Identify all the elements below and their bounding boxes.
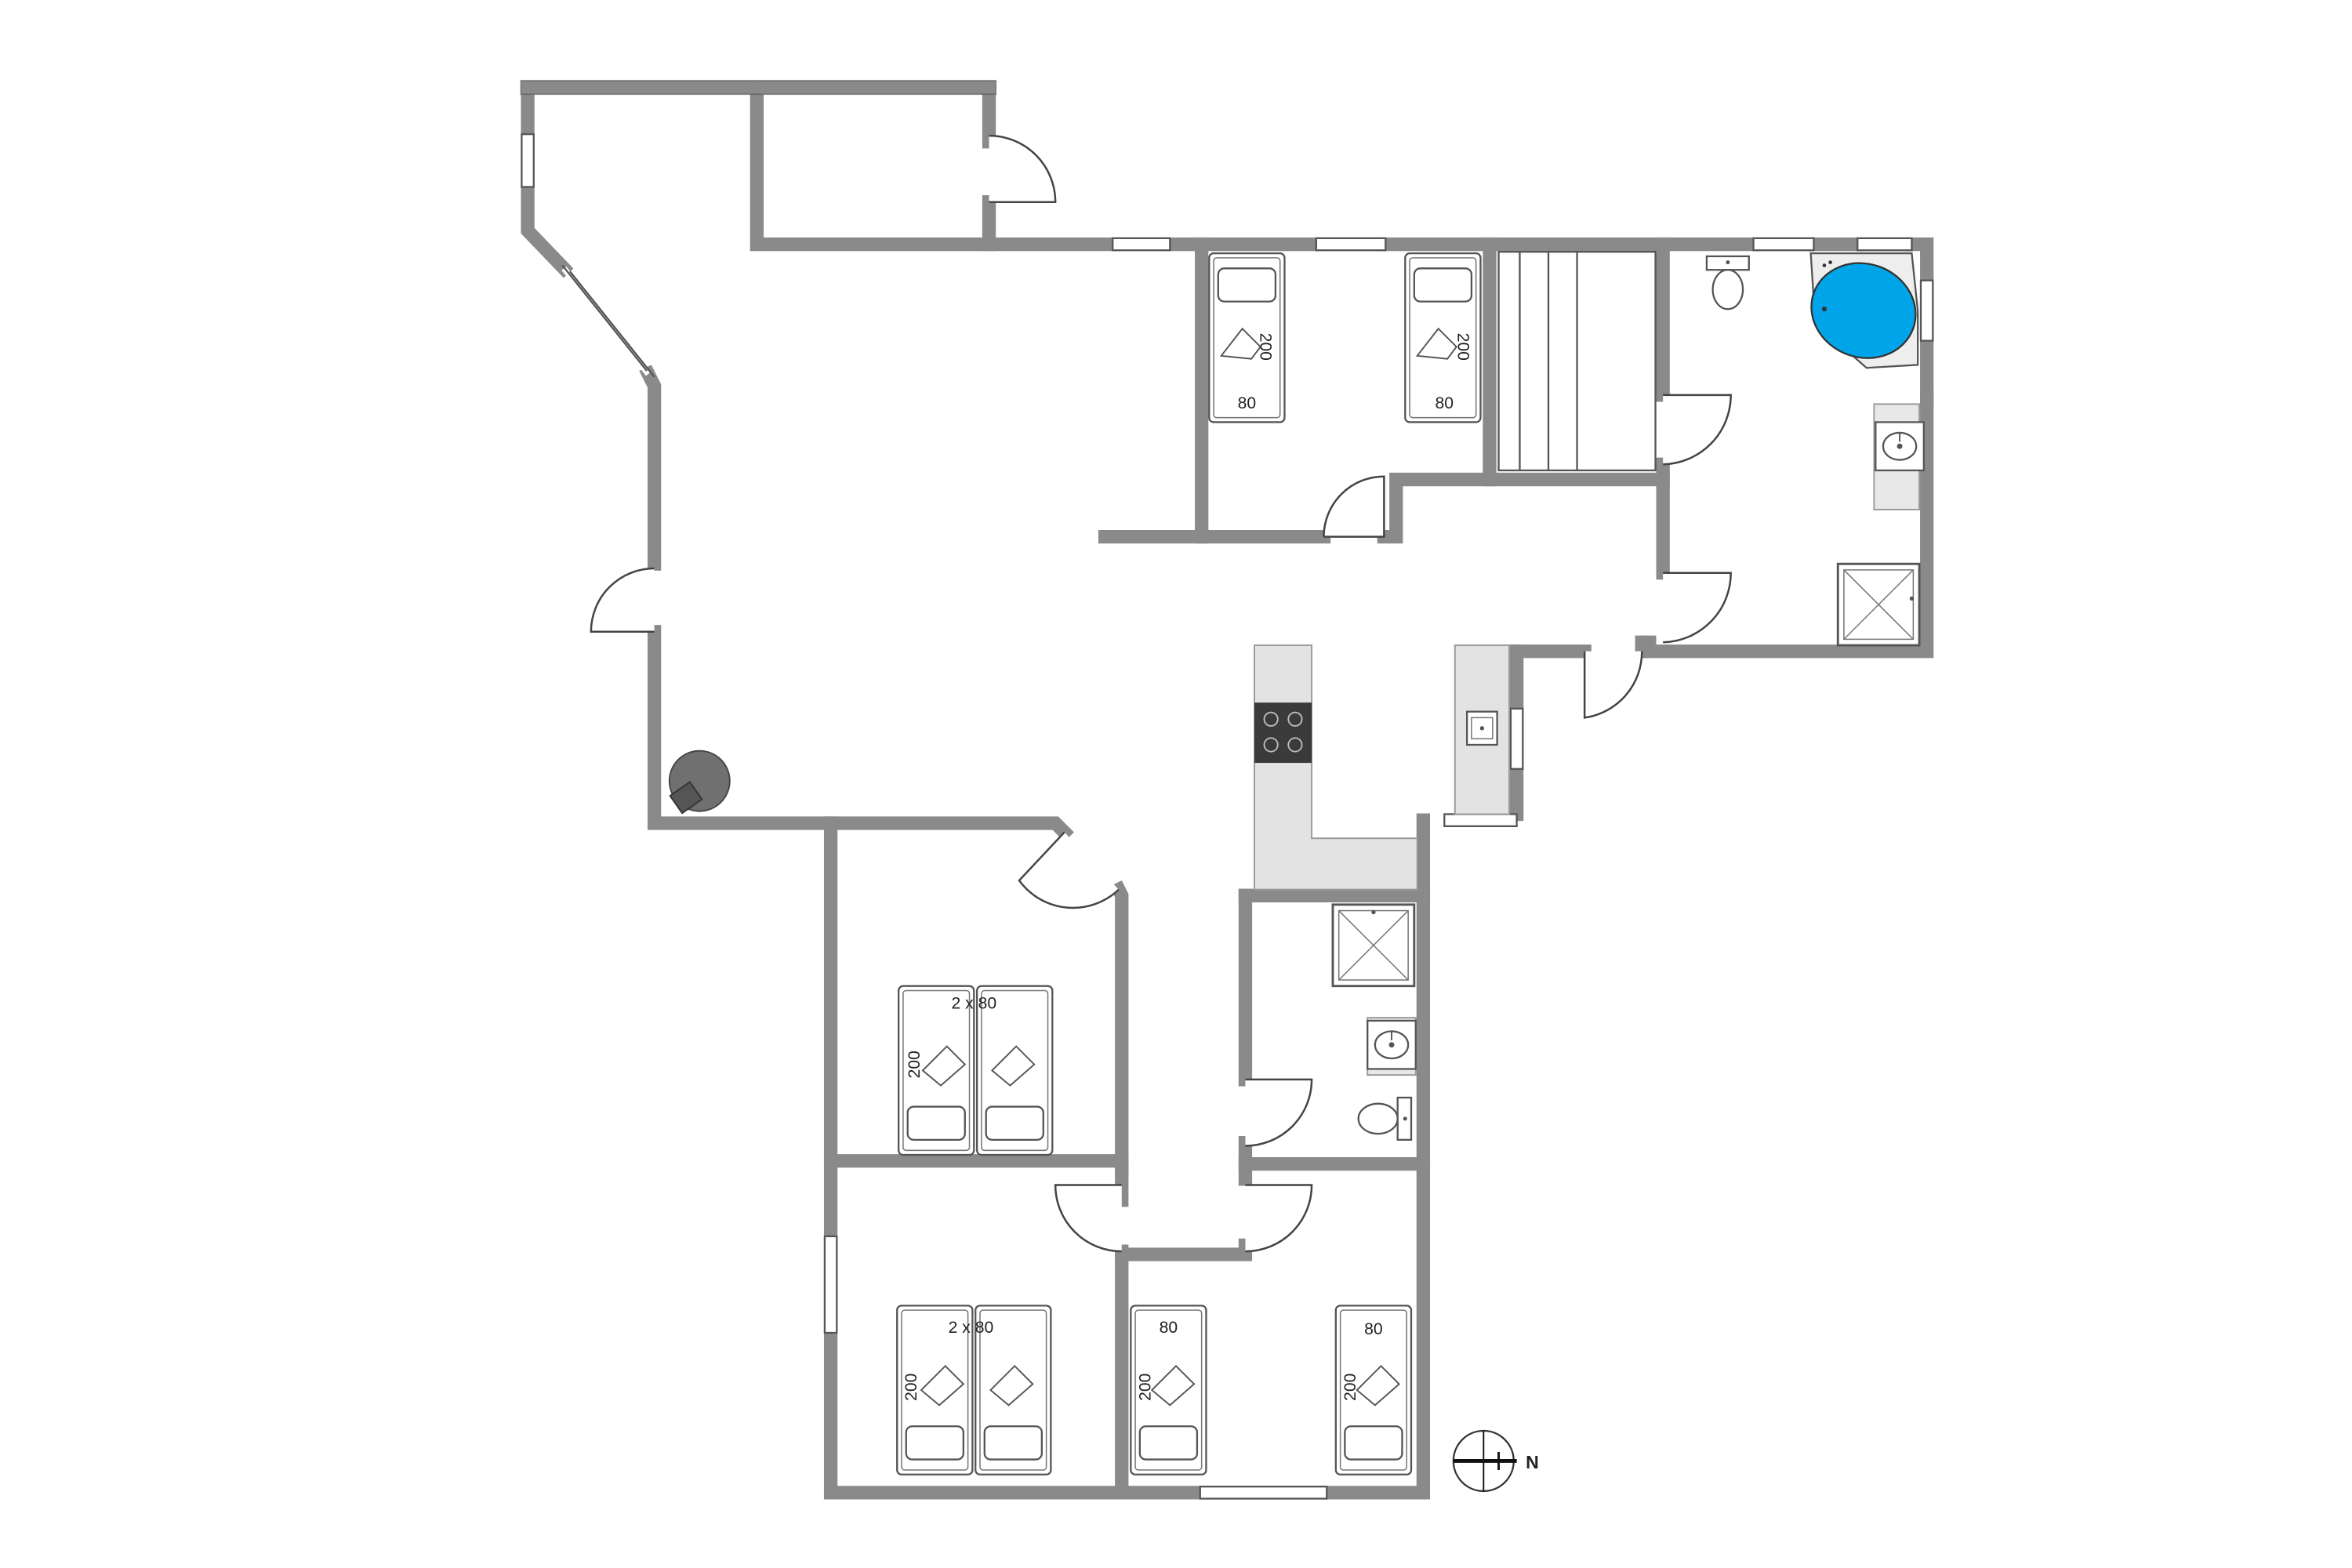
sink-icon [1873, 403, 1926, 510]
window-north-2 [1315, 237, 1387, 252]
window-kitchen [1443, 813, 1518, 827]
bathroom-upper [1705, 252, 1926, 647]
door-utility [1583, 651, 1643, 719]
window-east-1 [1919, 279, 1934, 342]
bed-length-label: 200 [902, 1374, 920, 1401]
bed-length-label: 200 [1341, 1374, 1359, 1401]
door-bedroom-2 [1323, 475, 1385, 538]
bathtub-icon [1809, 252, 1919, 369]
wall-storage-room [750, 80, 996, 252]
walls [521, 80, 1934, 1500]
kitchen-counter [1254, 644, 1418, 891]
stairs [1497, 251, 1657, 472]
wall-west-upper [521, 180, 574, 278]
wall-hall-south [1115, 1238, 1253, 1261]
bed-icon [897, 985, 975, 1156]
wall-south-b [1319, 813, 1431, 1500]
window-west-1 [521, 133, 535, 188]
bed-icon [975, 1305, 1052, 1475]
kitchen [1254, 644, 1510, 891]
window-north-3 [1752, 237, 1815, 252]
door-bath-lower [1663, 572, 1732, 644]
bed-icon [896, 1305, 974, 1475]
wall-north-bath-b [1904, 237, 1934, 288]
doors [590, 134, 1732, 1253]
bed-length-label: 200 [1257, 333, 1275, 361]
bed-length-label: 200 [906, 1051, 924, 1078]
door-bedroom-4 [1054, 1184, 1122, 1253]
beds [896, 252, 1482, 1475]
bed-length-label: 200 [1454, 333, 1472, 361]
bed-icon [1404, 252, 1482, 423]
door-west-terrace [590, 567, 655, 633]
wall-west-lower [647, 625, 1074, 842]
bed-width-label: 80 [1436, 394, 1454, 412]
bed-width-label: 80 [1160, 1319, 1178, 1337]
shower-icon [1331, 903, 1416, 988]
bed-icon [1208, 252, 1286, 423]
wall-west-mid [639, 365, 662, 571]
window-west-lower [823, 1235, 838, 1334]
wall-bedroom-3-east [1109, 880, 1129, 1177]
bed-width-label: 80 [1364, 1320, 1383, 1338]
windows [521, 133, 1934, 1500]
bathroom-lower [1331, 903, 1417, 1142]
window-south [1199, 1486, 1328, 1500]
door-bedroom-3 [1018, 831, 1120, 909]
bed-icon [1130, 1305, 1207, 1475]
bed-width-label: 2 x 80 [949, 1319, 994, 1337]
window-utility [1509, 707, 1524, 770]
bed-width-label: 80 [1238, 394, 1257, 412]
wall-east-bath-b [1642, 391, 1934, 659]
wall-bedroom-2-south [1377, 472, 1670, 544]
bed-labels: 200 80 200 80 2 x 80 200 2 x 80 200 80 2… [902, 333, 1472, 1401]
toilet-icon [1705, 255, 1750, 310]
bed-length-label: 200 [1136, 1374, 1154, 1401]
stove-icon [668, 750, 731, 815]
door-bedroom-5 [1245, 1184, 1313, 1253]
sink-icon [1367, 1017, 1417, 1076]
door-bath-upper [1663, 394, 1732, 466]
bed-width-label: 2 x 80 [952, 995, 997, 1013]
shower-icon [1836, 562, 1921, 647]
wall-edging [520, 79, 997, 96]
window-north-4 [1857, 237, 1913, 252]
door-entrance [989, 134, 1057, 203]
window-diagonal [561, 264, 648, 372]
hob-icon [1254, 702, 1312, 764]
door-wc [1245, 1078, 1313, 1147]
compass-icon: N [1452, 1429, 1539, 1493]
window-north-1 [1112, 237, 1171, 252]
bed-icon [1334, 1305, 1413, 1475]
bed-icon [975, 985, 1054, 1156]
sink-icon [1466, 710, 1498, 746]
compass-label: N [1526, 1452, 1539, 1472]
toilet-icon [1357, 1096, 1413, 1142]
